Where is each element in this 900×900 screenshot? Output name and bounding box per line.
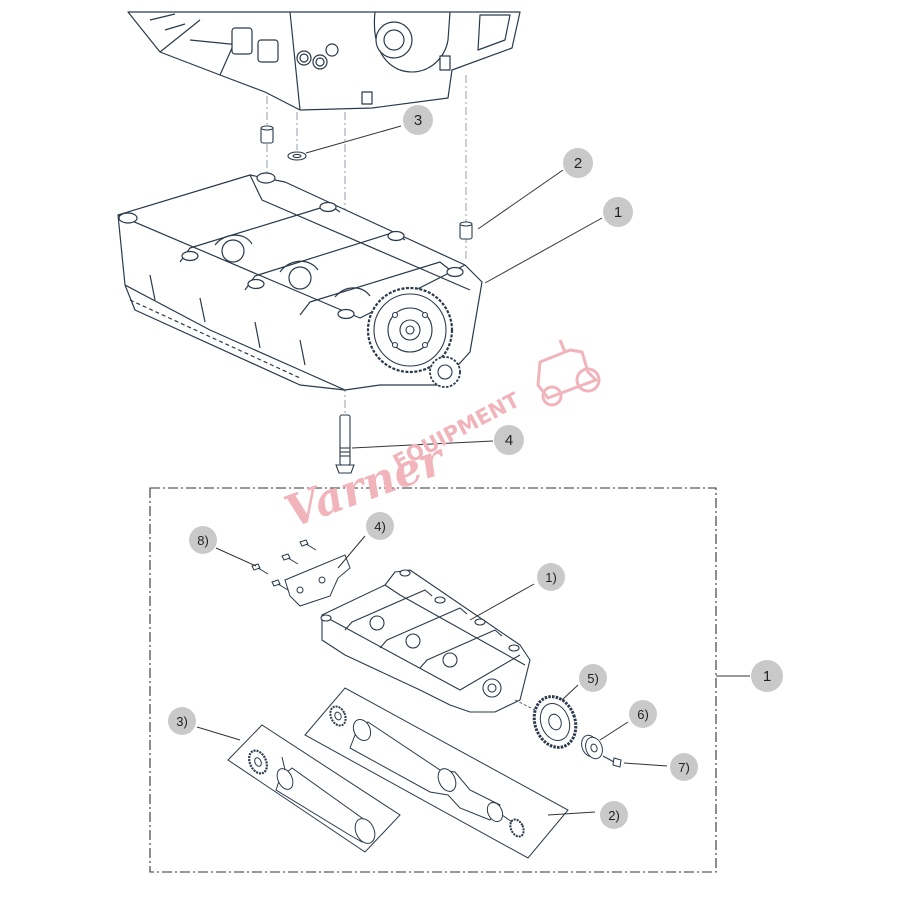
- lower-leader-lines: [196, 535, 668, 816]
- gasket-plate: [284, 554, 351, 607]
- engine-block: [127, 11, 521, 111]
- callout-label: 2: [574, 155, 582, 172]
- balancer-shaft-3: [227, 724, 401, 853]
- washer-ring: [287, 151, 307, 161]
- callout-upper-2: 2: [563, 148, 593, 178]
- dowel-pin-left: [260, 125, 274, 144]
- drive-gear-lower: [532, 695, 578, 749]
- callout-label: 2): [608, 808, 620, 823]
- callout-upper-3: 3: [403, 105, 433, 135]
- callout-upper-1: 1: [603, 197, 633, 227]
- balancer-shaft-2: [304, 687, 569, 859]
- balancer-housing-lower: [320, 569, 531, 713]
- callout-lower-6: 6): [629, 700, 657, 728]
- callout-lower-4: 4): [366, 512, 394, 540]
- callout-label: 1: [763, 668, 771, 685]
- callout-label: 4): [374, 519, 386, 534]
- tractor-icon: [536, 339, 601, 407]
- callout-label: 3): [176, 714, 188, 729]
- callout-lower-8: 8): [189, 526, 217, 554]
- upper-leader-lines: [305, 125, 603, 449]
- callout-label: 1): [545, 570, 557, 585]
- small-bolts: [251, 539, 317, 591]
- callout-lower-2: 2): [600, 801, 628, 829]
- callout-label: 5): [587, 671, 599, 686]
- callout-kit-1: 1: [751, 660, 783, 692]
- callout-lower-3: 3): [168, 707, 196, 735]
- kit-boundary: [149, 487, 717, 873]
- callout-lower-1: 1): [537, 563, 565, 591]
- gear-bolt: [602, 755, 622, 768]
- dowel-pin-right: [459, 221, 473, 240]
- callout-label: 6): [637, 707, 649, 722]
- drive-gear-upper: [366, 286, 454, 374]
- callout-lower-5: 5): [579, 664, 607, 692]
- callout-lower-7: 7): [670, 753, 698, 781]
- callout-label: 1: [614, 204, 622, 221]
- callout-label: 4: [505, 432, 513, 449]
- callout-label: 8): [197, 533, 209, 548]
- idler-gear-upper: [429, 356, 461, 388]
- callout-label: 3: [414, 112, 422, 129]
- thrust-washer: [581, 734, 603, 760]
- callout-label: 7): [678, 760, 690, 775]
- callout-upper-4: 4: [494, 425, 524, 455]
- gear-axis-line: [514, 699, 536, 711]
- long-bolt: [335, 414, 355, 474]
